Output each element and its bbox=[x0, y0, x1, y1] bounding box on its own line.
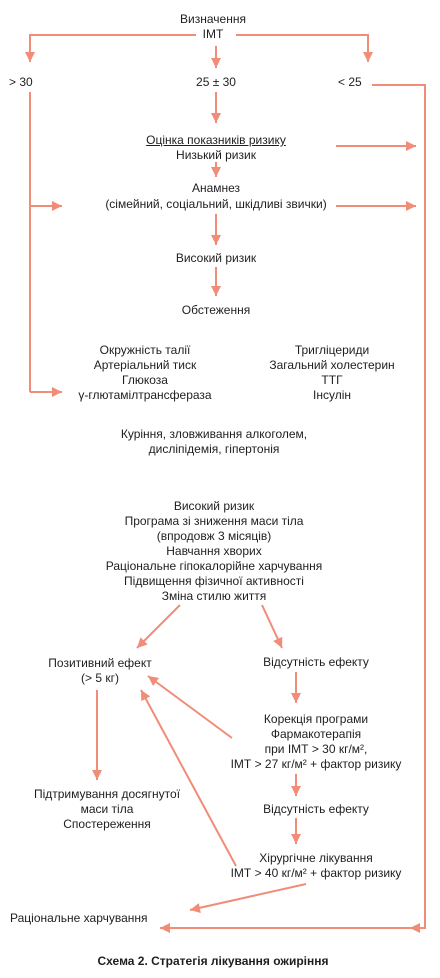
arrow-lowrisk-anamnesis-head bbox=[211, 167, 221, 177]
maintain-line: Спостереження bbox=[63, 817, 151, 831]
no-effect-1: Відсутність ефекту bbox=[263, 655, 369, 669]
figure-caption: Схема 2. Стратегія лікування ожиріння bbox=[97, 954, 329, 968]
program-line: Програма зі зниження маси тіла bbox=[124, 514, 304, 528]
risk-factors-line: дисліпідемія, гіпертонія bbox=[148, 442, 280, 456]
low-risk: Низький ризик bbox=[176, 148, 256, 162]
surgery-line: Хірургічне лікування bbox=[259, 851, 373, 865]
arrow-imt-gt30-line bbox=[29, 34, 196, 62]
risk-evaluation: Оцінка показників ризику bbox=[146, 133, 286, 147]
surgery-line: ІМТ > 40 кг/м² + фактор ризику bbox=[230, 866, 402, 880]
arrow-imt-lt25-head bbox=[363, 52, 373, 62]
arrow-program-positive-head bbox=[137, 637, 148, 648]
arrow-gt30-exam-head bbox=[52, 387, 62, 397]
high-risk-label: Високий ризик bbox=[175, 251, 257, 265]
program-line: Високий ризик bbox=[173, 499, 255, 513]
arrow-correction-positive-head bbox=[148, 676, 160, 686]
rational-nutrition: Раціональне харчування bbox=[10, 911, 148, 925]
arrow-noeffect2-surgery-head bbox=[291, 834, 301, 844]
correction-line: ІМТ > 27 кг/м² + фактор ризику bbox=[230, 757, 402, 771]
arrow-program-noeffect-head bbox=[273, 636, 283, 648]
exam-left-item: Артеріальний тиск bbox=[93, 358, 197, 372]
arrow-mid-risk-head bbox=[211, 113, 221, 123]
maintain-line: маси тіла bbox=[80, 802, 134, 816]
arrow-surgery-positive-head bbox=[141, 690, 151, 702]
risk-factors-line: Куріння, зловживання алкоголем, bbox=[120, 427, 308, 441]
exam-right-item: Загальний холестерин bbox=[269, 358, 395, 372]
arrow-risk-right-head bbox=[406, 141, 416, 151]
arrow-imt-gt30-head bbox=[25, 52, 35, 62]
no-effect-2: Відсутність ефекту bbox=[263, 802, 369, 816]
program-line: Зміна стилю життя bbox=[161, 589, 267, 603]
exam-right-item: ТТГ bbox=[321, 373, 343, 387]
maintain-line: Підтримування досягнутої bbox=[33, 787, 181, 801]
arrow-surgery-positive-line bbox=[140, 689, 237, 867]
positive-effect-detail: (> 5 кг) bbox=[81, 671, 119, 685]
branch-mid: 25 ± 30 bbox=[196, 75, 236, 89]
arrow-surgery-rational-tip-head bbox=[190, 903, 201, 913]
arrow-to-rational-head bbox=[160, 923, 170, 933]
arrow-anamnesis-highrisk-head bbox=[211, 235, 221, 245]
anamnesis: Анамнез bbox=[191, 181, 241, 195]
correction-line: при ІМТ > 30 кг/м², bbox=[264, 742, 368, 756]
examination: Обстеження bbox=[181, 303, 251, 317]
exam-left-item: Глюкоза bbox=[122, 373, 168, 387]
arrow-imt-lt25-line bbox=[236, 34, 369, 62]
imt-title: Визначення bbox=[180, 12, 246, 26]
arrow-gt30-anamnesis-head bbox=[52, 201, 62, 211]
anamnesis-detail: (сімейний, соціальний, шкідливі звички) bbox=[105, 197, 327, 211]
exam-left-item: Окружність талії bbox=[99, 343, 191, 357]
arrow-lt25-right-line bbox=[372, 84, 426, 929]
correction-line: Корекція програми bbox=[263, 712, 369, 726]
positive-effect: Позитивний ефект bbox=[48, 656, 152, 670]
arrow-imt-mid-head bbox=[211, 58, 221, 68]
arrow-surgery-rational-line bbox=[189, 883, 307, 911]
program-line: Підвищення фізичної активності bbox=[124, 574, 304, 588]
program-line: Навчання хворих bbox=[166, 544, 262, 558]
imt-subtitle: ІМТ bbox=[202, 27, 224, 41]
arrow-correction-positive-line bbox=[147, 675, 233, 739]
program-line: (впродовж 3 місяців) bbox=[156, 529, 272, 543]
arrow-correction-noeffect2-head bbox=[291, 786, 301, 796]
program-line: Раціональне гіпокалорійне харчування bbox=[105, 559, 323, 573]
exam-right-item: Тригліцериди bbox=[294, 343, 370, 357]
correction-line: Фармакотерапія bbox=[270, 727, 362, 741]
arrow-noeffect-correction-head bbox=[291, 693, 301, 703]
arrow-program-positive-line bbox=[136, 604, 181, 649]
branch-gt30: > 30 bbox=[9, 75, 33, 89]
exam-right-item: Інсулін bbox=[313, 388, 351, 402]
arrow-anamnesis-right-head bbox=[406, 201, 416, 211]
arrow-highrisk-exam-head bbox=[211, 286, 221, 296]
arrow-positive-maintain-head bbox=[92, 770, 102, 780]
branch-lt25: < 25 bbox=[338, 75, 362, 89]
exam-left-item: γ-глютамілтрансфераза bbox=[78, 388, 212, 402]
